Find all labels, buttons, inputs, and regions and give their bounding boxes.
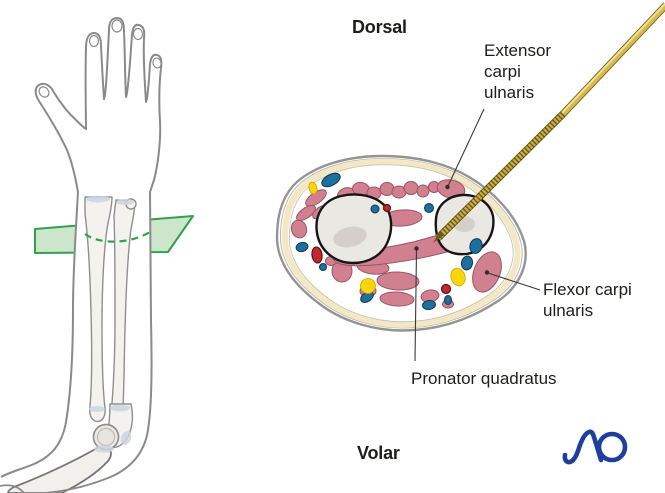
k-wire xyxy=(433,2,665,243)
radius-bone xyxy=(84,196,113,423)
nerves-yellow xyxy=(308,181,466,294)
section-cut-dashed-line xyxy=(84,231,151,243)
leader-lines xyxy=(414,108,541,362)
hand-outline xyxy=(34,17,163,193)
label-extensor-carpi-ulnaris: Extensor carpi ulnaris xyxy=(484,41,552,103)
forearm-overview xyxy=(0,17,194,493)
vessels-blue xyxy=(295,172,483,311)
fingernails xyxy=(38,19,162,98)
label-flexor-carpi-ulnaris: Flexor carpi ulnaris xyxy=(543,280,632,321)
radial-head-inner xyxy=(96,427,116,447)
leader-pronator xyxy=(414,249,418,362)
label-dorsal: Dorsal xyxy=(352,17,407,37)
ao-logo-o xyxy=(596,431,628,463)
joint-shading xyxy=(86,195,134,453)
label-pronator-quadratus: Pronator quadratus xyxy=(411,369,557,388)
k-wire-tip xyxy=(433,231,444,243)
leader-flexor xyxy=(487,272,541,291)
arteries-red xyxy=(311,203,452,295)
leader-extensor xyxy=(447,108,485,187)
upper-arm-contour xyxy=(0,484,25,493)
forearm-contour-right xyxy=(45,190,153,493)
ao-logo xyxy=(562,429,628,465)
label-volar: Volar xyxy=(357,443,400,463)
forearm-contour-left xyxy=(0,190,79,478)
wrist-cross-section xyxy=(275,154,527,332)
ao-logo-a xyxy=(562,429,604,465)
